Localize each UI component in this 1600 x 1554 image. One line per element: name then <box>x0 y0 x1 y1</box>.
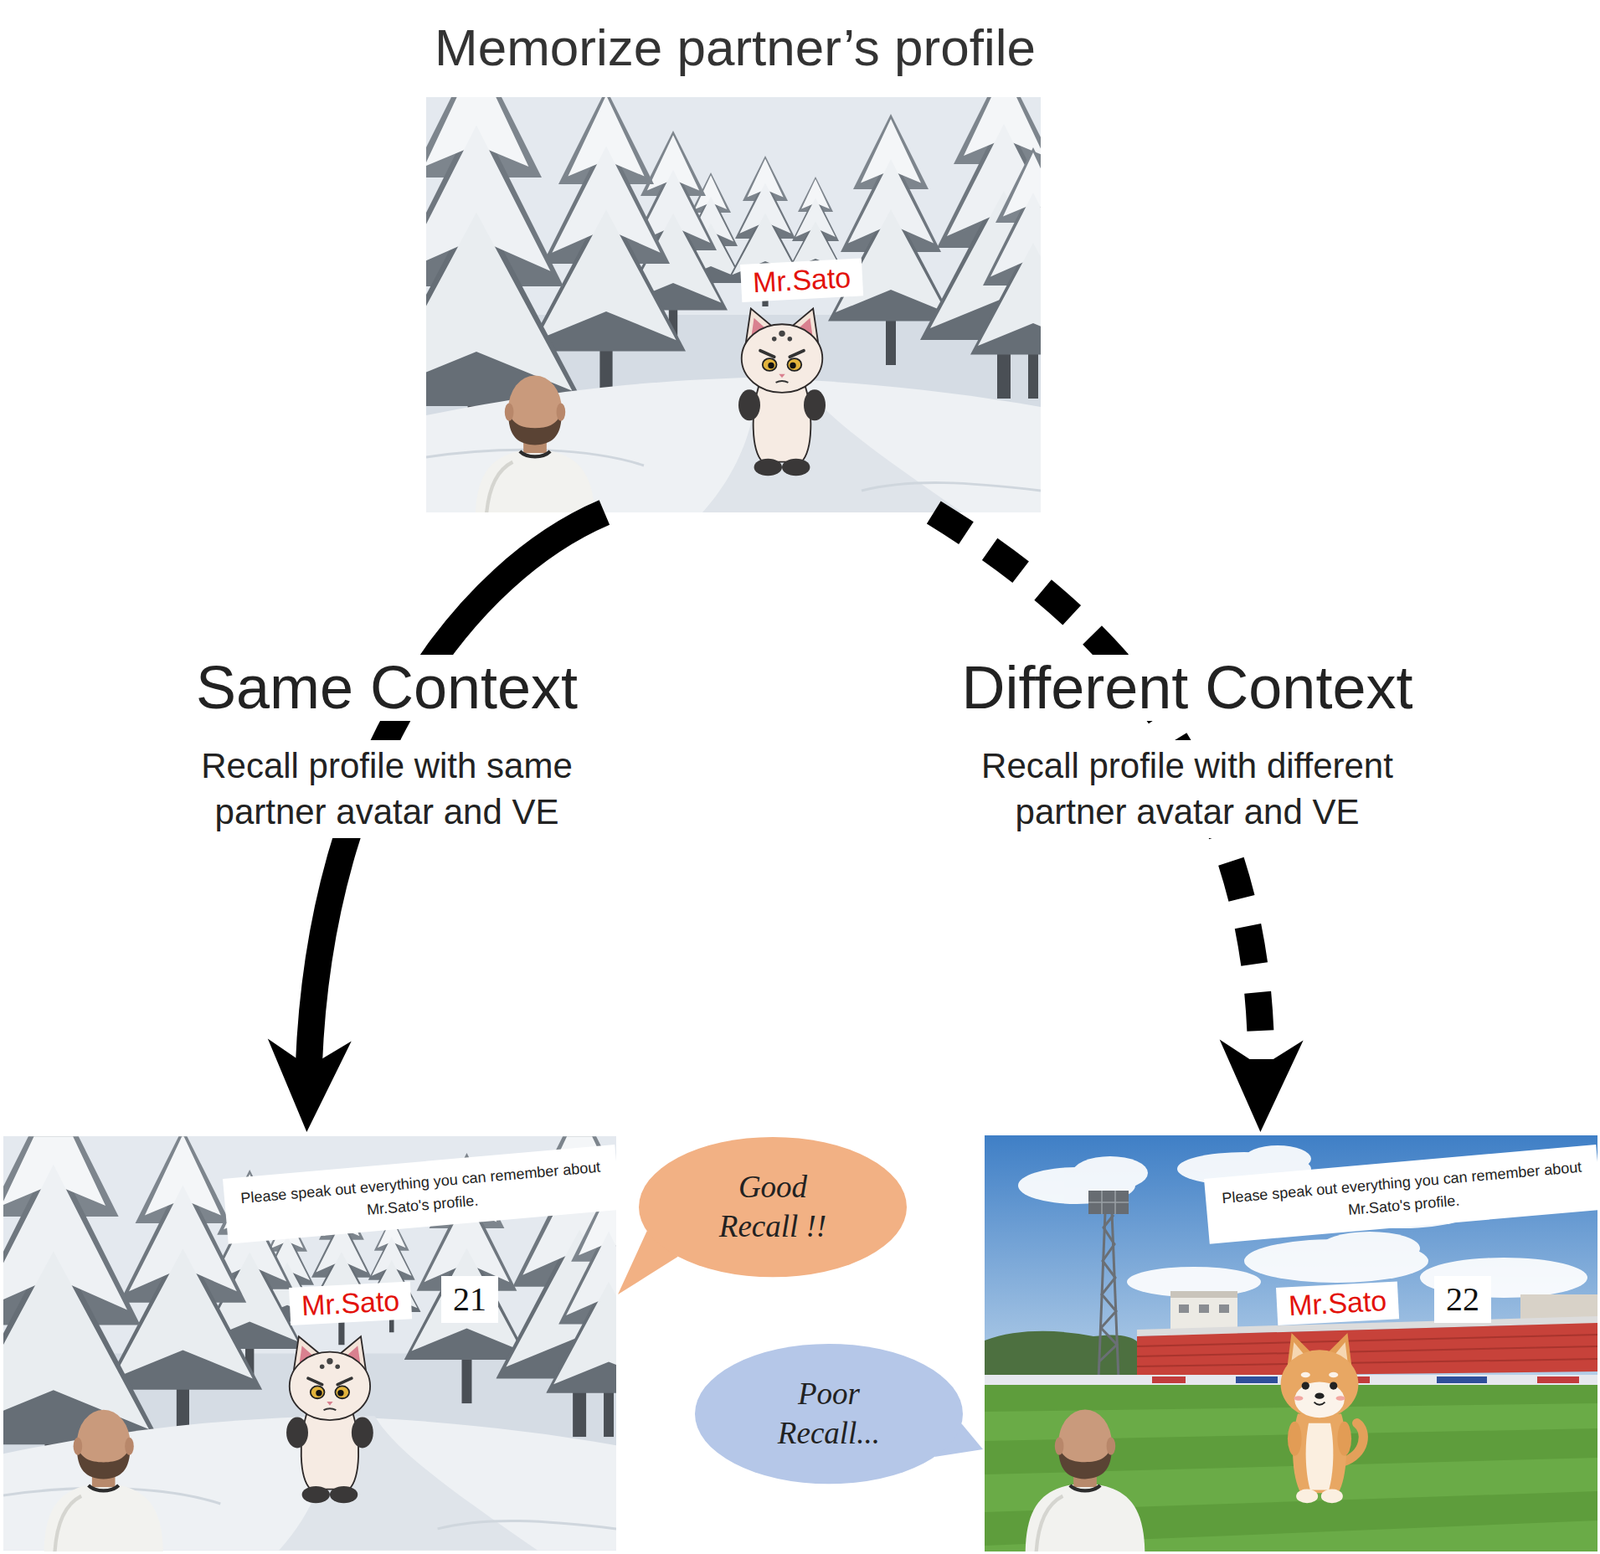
speech-bubble-body <box>694 1343 963 1484</box>
counter-number: 21 <box>441 1275 499 1323</box>
context-description: Recall profile with different partner av… <box>936 740 1439 839</box>
bubble-text: Poor Recall... <box>757 1374 901 1453</box>
instruction-panel: Please speak out everything you can reme… <box>1203 1144 1600 1245</box>
snow-forest <box>426 97 1041 513</box>
vr-scene: Please speak out everything you can reme… <box>3 1135 617 1552</box>
instruction-panel-holder: Please speak out everything you can reme… <box>1203 1144 1600 1245</box>
speech-bubble: Good Recall !! <box>638 1136 907 1277</box>
user-avatar-man <box>1025 1409 1146 1552</box>
context-description: Recall profile with same partner avatar … <box>152 740 622 839</box>
name-sign: Mr.Sato <box>740 257 864 303</box>
speech-bubble-shape <box>694 1343 963 1484</box>
name-sign: Mr.Sato <box>288 1281 412 1326</box>
arrowhead <box>267 1038 352 1132</box>
partner-avatar-dog <box>1281 1332 1364 1503</box>
name-sign-holder: Mr.Sato <box>1275 1281 1400 1326</box>
vr-scene: Mr.Sato <box>426 97 1041 513</box>
title-holder: Memorize partner’s profile <box>149 16 1322 79</box>
context-heading: Different Context <box>950 654 1426 721</box>
arrowhead <box>1219 1039 1304 1132</box>
instruction-panel-holder: Please speak out everything you can reme… <box>222 1144 621 1245</box>
diagram-title: Memorize partner’s profile <box>434 16 1036 79</box>
user-avatar-man <box>44 1409 164 1552</box>
speech-bubble-body <box>638 1136 907 1277</box>
speech-bubble-shape <box>638 1136 907 1277</box>
name-sign: Mr.Sato <box>1275 1281 1400 1326</box>
speech-bubble: Poor Recall... <box>694 1343 963 1484</box>
context-heading: Same Context <box>184 654 590 721</box>
vr-scene: Please speak out everything you can reme… <box>984 1135 1598 1552</box>
counter-number-holder: 22 <box>1434 1275 1492 1323</box>
name-sign-holder: Mr.Sato <box>288 1281 412 1326</box>
instruction-panel: Please speak out everything you can reme… <box>222 1144 621 1245</box>
partner-avatar-cat <box>286 1336 374 1503</box>
name-sign-holder: Mr.Sato <box>740 257 864 303</box>
edge-label-holder: Different Context <box>810 654 1564 721</box>
partner-avatar-cat <box>738 308 826 477</box>
counter-number: 22 <box>1434 1275 1492 1323</box>
user-avatar-man <box>475 375 596 513</box>
counter-number-holder: 21 <box>441 1275 499 1323</box>
note-holder: Recall profile with different partner av… <box>936 740 1439 839</box>
bubble-text: Good Recall !! <box>701 1167 844 1246</box>
note-holder: Recall profile with same partner avatar … <box>152 740 622 839</box>
edge-label-holder: Same Context <box>10 654 764 721</box>
snow-forest-scene <box>426 97 1041 513</box>
